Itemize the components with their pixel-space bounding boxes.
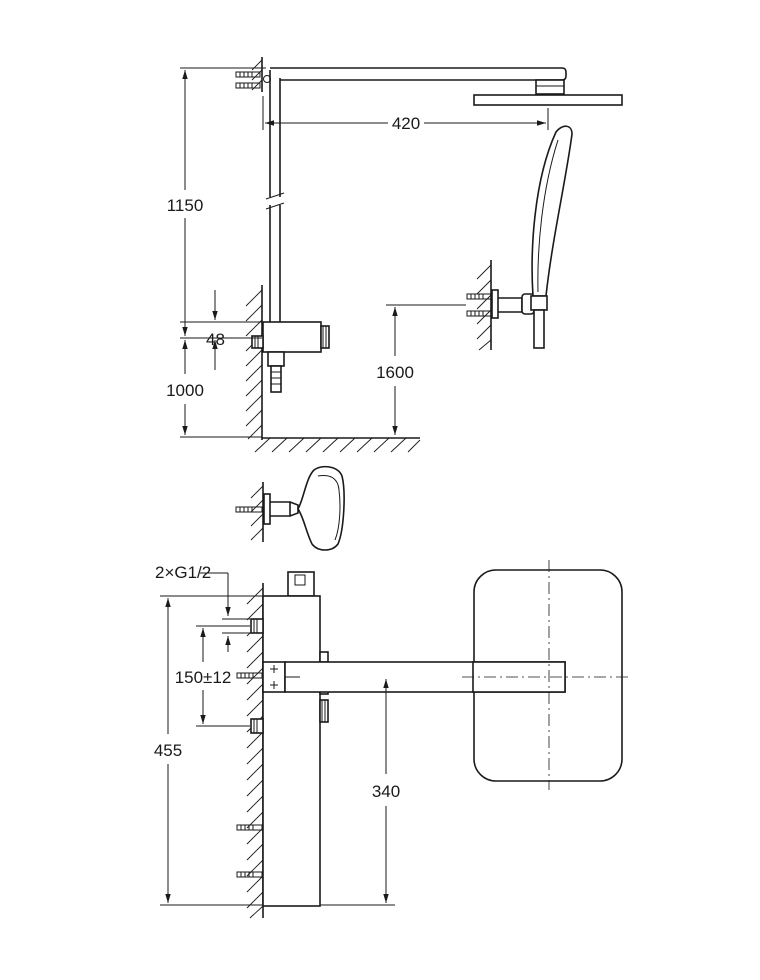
- shower-arm: [263, 67, 567, 95]
- dim-arm-center-height: 340: [320, 679, 400, 906]
- valve-body-front: [262, 571, 329, 907]
- side-elevation-view: 420 1150 48 1000 1600: [166, 57, 623, 453]
- dim-arm-length-label: 420: [392, 114, 420, 133]
- overhead-shower-head: [473, 94, 623, 106]
- dim-body-height: 455: [154, 595, 262, 906]
- dim-valve-height: 1000: [166, 340, 262, 438]
- dim-arm-length: 420: [262, 96, 549, 133]
- dim-handshower-height-label: 1600: [376, 363, 414, 382]
- riser-pipe: [265, 70, 285, 322]
- front-view: 2×G1/2 150±12 455 340: [154, 560, 630, 919]
- water-inlets: [250, 618, 264, 734]
- floor-hatch: [254, 437, 421, 453]
- front-screws: [236, 672, 263, 878]
- dim-valve-height-label: 1000: [166, 381, 204, 400]
- dim-arm-center-height-label: 340: [372, 782, 400, 801]
- dim-inlet-spacing-label: 150±12: [175, 668, 232, 687]
- shower-head-plan: [462, 560, 630, 790]
- handshower-bracket: [466, 260, 535, 351]
- thermostat-body: [251, 321, 330, 393]
- dim-valve-offset-label: 48: [206, 330, 225, 349]
- dim-arm-height: 1150: [167, 67, 266, 336]
- handle-detail-view: [235, 465, 345, 551]
- dim-body-height-label: 455: [154, 741, 182, 760]
- dim-handshower-height: 1600: [376, 304, 466, 435]
- wall-hatch-lower: [245, 285, 263, 440]
- dim-inlet-spacing: 150±12: [175, 625, 250, 727]
- dim-arm-height-label: 1150: [167, 196, 204, 215]
- dim-valve-offset: 48: [180, 290, 262, 370]
- hand-shower: [530, 125, 573, 349]
- wall-screws-upper: [235, 71, 261, 89]
- dim-inlet-thread-label: 2×G1/2: [155, 563, 211, 582]
- dim-inlet-thread: 2×G1/2: [155, 563, 250, 652]
